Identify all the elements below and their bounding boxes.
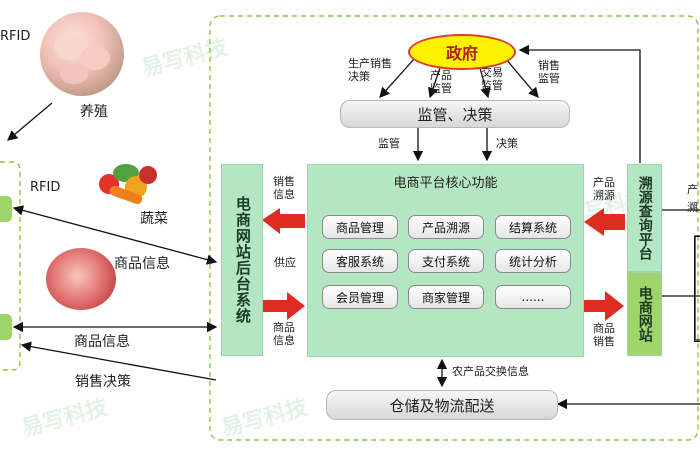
arrow-line	[504, 57, 539, 98]
red-arrow-left	[584, 208, 625, 236]
core-functions-panel: 电商平台核心功能 商品管理 产品溯源 结算系统 客服系统 支付系统 统计分析 会…	[307, 164, 584, 357]
ecommerce-site-label: 电商网站	[636, 286, 653, 342]
function-merchant-management: 商家管理	[408, 285, 484, 309]
storage-logistics-bar: 仓储及物流配送	[326, 390, 558, 420]
arrow-line	[7, 102, 53, 141]
arrow-line	[428, 67, 441, 99]
label-decision: 决策	[496, 137, 518, 150]
label-partial: 产	[687, 183, 698, 196]
label-sales-info: 销售信息	[273, 175, 295, 201]
function-payment-system: 支付系统	[408, 249, 484, 273]
label-supply: 供应	[274, 256, 296, 269]
right-partial-table	[694, 236, 700, 342]
function-statistics-analysis: 统计分析	[495, 249, 571, 273]
label-product-trace: 产品溯源	[593, 176, 615, 202]
goods-info-label-2: 商品信息	[74, 334, 130, 350]
sales-decision-label: 销售决策	[75, 374, 131, 390]
function-product-management: 商品管理	[322, 215, 398, 239]
vegetables-label: 蔬菜	[140, 211, 168, 227]
label-trade-supervision: 交易监管	[481, 66, 503, 92]
trace-platform-label: 溯源查询平台	[636, 176, 653, 260]
label-goods-info: 商品信息	[273, 321, 295, 347]
arrow-line	[379, 57, 416, 98]
label-supervision: 监管	[378, 137, 400, 150]
label-sales-decision: 生产销售决策	[348, 57, 392, 83]
arrow-line	[20, 341, 217, 381]
arrow-line	[479, 67, 491, 99]
farming-image	[40, 12, 124, 96]
government-node: 政府	[408, 34, 516, 70]
red-arrow-right	[584, 291, 624, 321]
label-sales-supervision: 销售监管	[538, 59, 560, 85]
arrow-line	[12, 205, 218, 265]
label-partial: 溯	[687, 201, 698, 214]
left-node-lower	[0, 314, 12, 340]
meat-image	[46, 248, 116, 310]
function-more: ......	[495, 285, 571, 309]
label-product-supervision: 产品监管	[430, 69, 452, 95]
label-ag-exchange: 农产品交换信息	[452, 365, 529, 378]
function-customer-service: 客服系统	[322, 249, 398, 273]
vegetables-image	[95, 160, 159, 210]
trace-query-platform: 溯源查询平台	[627, 164, 662, 272]
function-settlement-system: 结算系统	[495, 215, 571, 239]
red-arrow-left	[262, 208, 305, 234]
ecommerce-site: 电商网站	[627, 272, 662, 356]
goods-info-label-1: 商品信息	[114, 256, 170, 272]
core-title: 电商平台核心功能	[393, 176, 498, 191]
backend-system: 电商网站后台系统	[221, 164, 263, 356]
label-goods-sales: 商品销售	[593, 322, 615, 348]
arrow-line	[518, 44, 641, 163]
function-member-management: 会员管理	[322, 285, 398, 309]
function-product-traceability: 产品溯源	[408, 215, 484, 239]
farming-label: 养殖	[80, 104, 108, 120]
rfid-label-top: RFID	[0, 29, 31, 44]
backend-system-label: 电商网站后台系统	[233, 196, 252, 324]
left-frame	[0, 161, 21, 371]
regulation-bar: 监管、决策	[340, 100, 570, 128]
left-node-upper	[0, 196, 12, 222]
red-arrow-right	[262, 292, 305, 320]
rfid-label-mid: RFID	[30, 180, 61, 195]
